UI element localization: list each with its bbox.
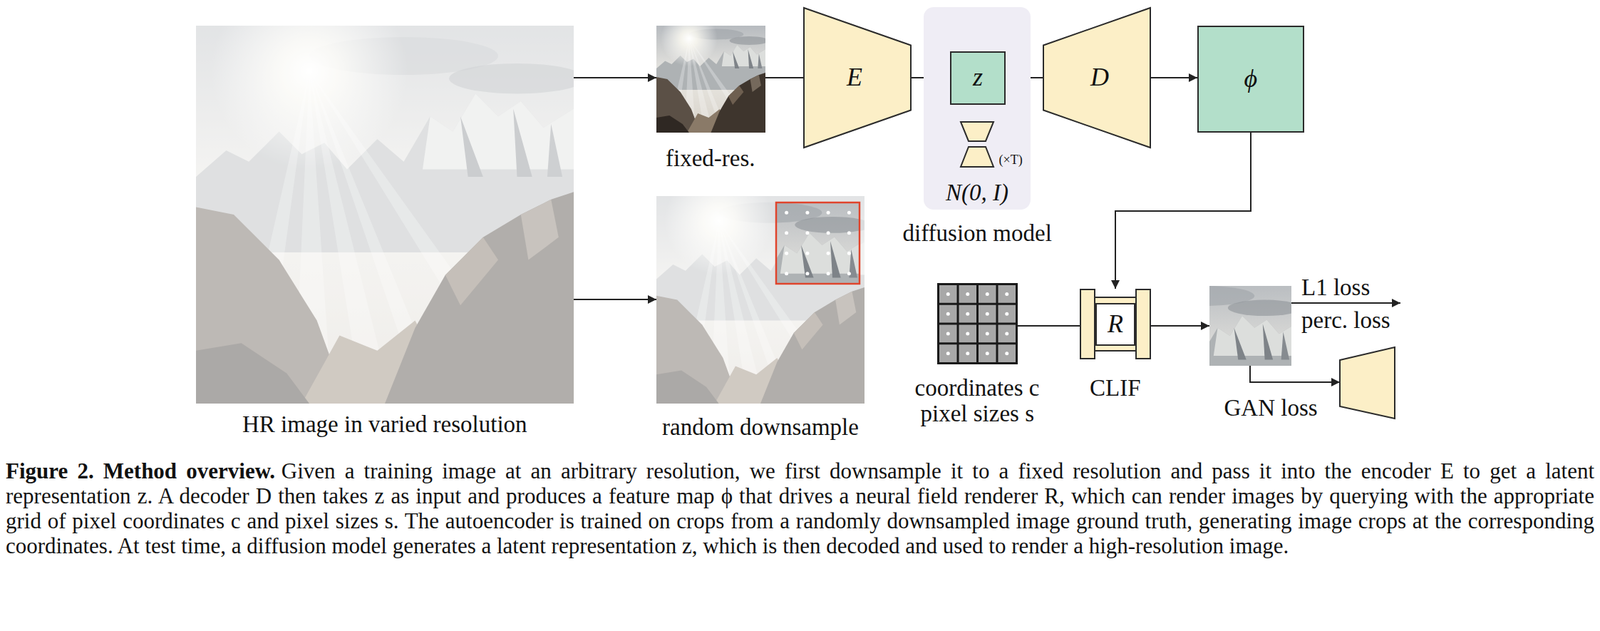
grid-dot (946, 312, 951, 316)
diffusion-panel: z(×T)N(0, I)diffusion model (923, 7, 1031, 210)
grid-cell (959, 285, 978, 303)
node-outline (937, 282, 1018, 365)
node-text: R (1107, 310, 1124, 339)
clif-block: RCLIF (1079, 288, 1152, 360)
render-arrow (1151, 324, 1210, 327)
connector (573, 76, 657, 79)
grid-dot (946, 292, 951, 296)
grid-cell (939, 324, 958, 343)
grid-cell (959, 324, 978, 343)
grid-dot (1004, 331, 1009, 335)
grid-dot (965, 292, 970, 296)
connector (573, 298, 657, 301)
box-outline (1096, 303, 1135, 345)
node-text: ϕ (1244, 64, 1258, 94)
grid-cell (939, 344, 958, 363)
grid-dot (1004, 351, 1009, 355)
figure-caption: Figure 2. Method overview.Given a traini… (5, 458, 1595, 559)
feature-map-box: ϕ (1197, 25, 1305, 133)
gan-arrow (1250, 365, 1340, 383)
coordinate-grid: coordinates cpixel sizes s (937, 282, 1018, 365)
grid-dot (985, 331, 990, 335)
grid-cell (939, 285, 958, 303)
grid-dot (985, 351, 990, 355)
loss-label: L1 loss (1301, 274, 1370, 301)
latent-box: z (950, 51, 1006, 105)
grid-dot (965, 312, 970, 316)
grid-ground (937, 282, 1018, 365)
grid-cell (959, 305, 978, 323)
grid-dot (965, 331, 970, 335)
loss-label: GAN loss (1224, 394, 1318, 421)
fixed-res-photo (656, 10, 769, 133)
crop-frame (776, 202, 860, 284)
box-outline (1198, 26, 1304, 132)
trapezoid-outline (1043, 7, 1151, 148)
connector (1017, 324, 1080, 327)
renderer-box: R (1095, 302, 1136, 346)
loss-arrow (1291, 302, 1401, 304)
connector (1115, 132, 1251, 289)
node-text: fixed-res. (665, 145, 756, 172)
grid-cell (978, 285, 997, 303)
grid-dot (946, 351, 951, 355)
node-text: HR image in varied resolution (242, 411, 528, 437)
node-outline (195, 25, 574, 404)
connector (765, 76, 804, 79)
node-text: CLIF (1089, 374, 1142, 401)
connector (1151, 76, 1198, 79)
node-outline (656, 25, 766, 133)
grid-dot (985, 292, 990, 296)
photo-node: fixed-res. (656, 25, 766, 133)
hr-photo (195, 0, 586, 404)
rendered-crop-photo (1090, 251, 1302, 479)
grid-cell (998, 305, 1017, 323)
grid-dot (1004, 312, 1009, 316)
clif-pillar (1080, 289, 1095, 359)
grid-cell (998, 285, 1017, 303)
sample-dots (784, 210, 851, 276)
trapezoid-outline (803, 7, 911, 148)
clif-pillar (1136, 289, 1151, 359)
node-outline (656, 195, 865, 404)
grid-cell (939, 305, 958, 323)
decoder-trapezoid: D (1042, 7, 1152, 149)
photo-node: HR image in varied resolution (195, 25, 574, 404)
crop-region-photo (654, 168, 870, 400)
grid-dot (965, 351, 970, 355)
hourglass-top (960, 121, 994, 142)
grid-cell (978, 344, 997, 363)
grid-dot (946, 331, 951, 335)
node-text: random downsample (662, 414, 859, 440)
encoder-trapezoid: E (803, 7, 912, 149)
clif-band (1091, 297, 1140, 351)
node-text: pixel sizes s (920, 400, 1035, 427)
node-text: (×T) (999, 153, 1023, 168)
node-text: D (1090, 63, 1109, 92)
figure-number: Figure 2. Method overview. (5, 458, 276, 484)
grid-cell (978, 324, 997, 343)
grid-cell (998, 344, 1017, 363)
discriminator-trapezoid (1339, 347, 1395, 419)
downsampled-photo (656, 166, 871, 404)
box-outline (950, 52, 1005, 105)
grid-cell (959, 344, 978, 363)
grid-dot (1004, 292, 1009, 296)
hourglass-bottom (960, 146, 994, 167)
grid-cell (978, 305, 997, 323)
denoiser-hourglass: (×T) (959, 120, 1027, 169)
node-text: N(0, I) (945, 179, 1009, 206)
loss-label: perc. loss (1301, 307, 1391, 333)
node-text: E (846, 63, 863, 92)
grid-cell (998, 324, 1017, 343)
panel-ground (923, 7, 1031, 210)
node-outline (923, 7, 1031, 210)
node-text: coordinates c (915, 374, 1040, 401)
node-text: diffusion model (902, 220, 1052, 246)
node-text: z (972, 63, 983, 92)
photo-node: random downsample (656, 195, 865, 404)
grid-dot (985, 312, 990, 316)
